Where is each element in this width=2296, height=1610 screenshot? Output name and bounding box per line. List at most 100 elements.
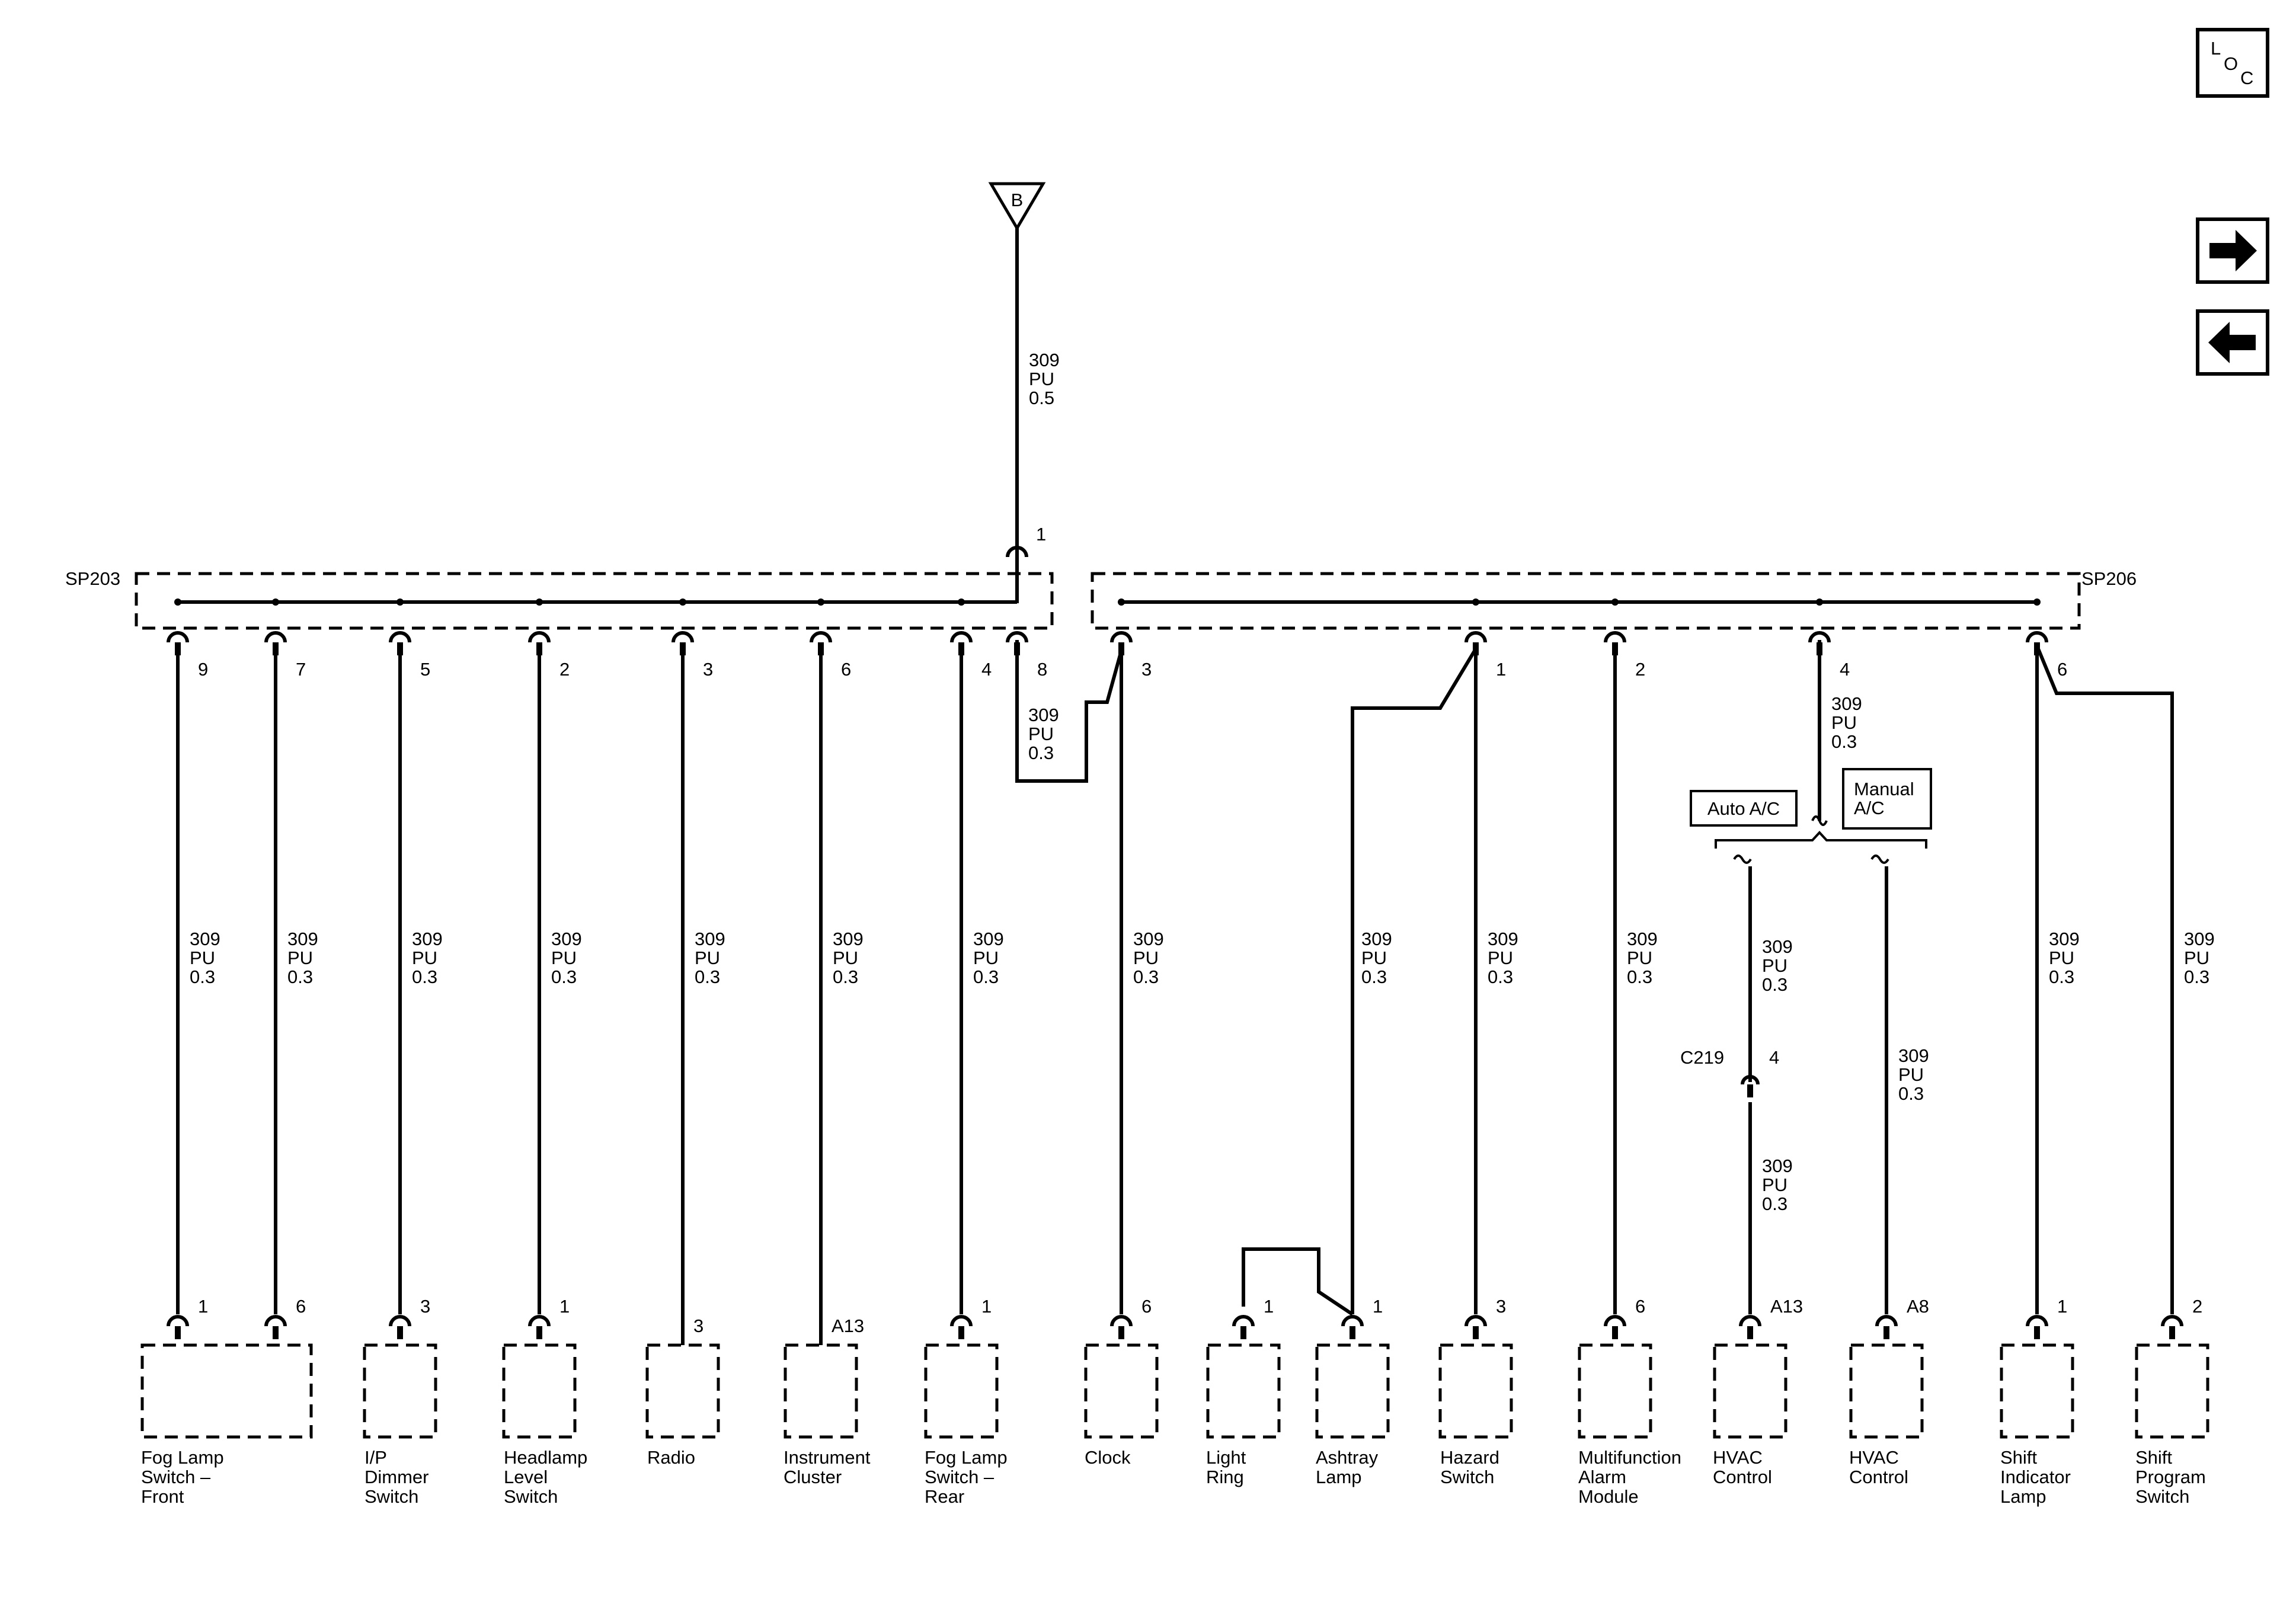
sp203-pin-number: 3 (703, 659, 713, 680)
sp203-pin-number: 7 (296, 659, 306, 680)
component-pin-terminal (2026, 1315, 2048, 1339)
splice-input-terminal (1006, 546, 1028, 558)
wire-spec-text: 0.3 (973, 966, 999, 987)
prev-page-button[interactable] (2196, 309, 2269, 376)
sp203-splice-pack (135, 572, 1054, 630)
component-label: Module (1578, 1486, 1639, 1507)
wire-spec-text: 0.3 (833, 966, 858, 987)
jumper-wire-label: 309 PU 0.3 (1028, 705, 1059, 763)
component-label: Clock (1085, 1447, 1131, 1468)
component-pin-number: 1 (559, 1296, 570, 1317)
component-label: Fog Lamp (141, 1447, 224, 1468)
loc-button[interactable]: L O C (2196, 28, 2269, 98)
sp203-sp206-jumper-wire (1015, 640, 1123, 783)
sp206-bus-node (2033, 598, 2041, 606)
sp206-bus-node (1611, 598, 1619, 606)
sp203-pin-terminal (810, 631, 832, 655)
sp206-pin-terminal (1808, 631, 1831, 655)
component-label: Switch (364, 1486, 418, 1507)
component-label: Control (1849, 1467, 1908, 1487)
clock: Clock (1084, 1343, 1159, 1468)
svg-text:PU: PU (1028, 724, 1054, 744)
sp203-bus-node (396, 598, 404, 606)
wire-spec-text: PU (1361, 948, 1387, 968)
component-pin-number: 6 (1635, 1296, 1645, 1317)
component-pin-terminal (1232, 1315, 1255, 1339)
component-pin-terminal (2161, 1315, 2183, 1339)
wire-spec-text: 309 (2049, 929, 2080, 949)
wire-spec-text: PU (1488, 948, 1513, 968)
manual-ac-option-box: Manual A/C (1842, 768, 1932, 830)
component-label: Alarm (1578, 1467, 1626, 1487)
wire-spec-text: 0.3 (1762, 974, 1787, 995)
svg-text:PU: PU (1029, 369, 1054, 389)
svg-text:Manual: Manual (1854, 779, 1914, 799)
svg-text:309: 309 (1029, 350, 1060, 370)
sp203-pin-terminal (389, 631, 411, 655)
wire-spec-text: 0.3 (1898, 1083, 1924, 1104)
wire-spec-text: PU (695, 948, 720, 968)
svg-text:B: B (1011, 190, 1024, 210)
sp203-pin-terminal (950, 631, 973, 655)
component-pin-number: 3 (693, 1315, 703, 1336)
component-label: HVAC (1713, 1447, 1763, 1468)
component-label: Cluster (784, 1467, 842, 1487)
component-label: Light (1206, 1447, 1246, 1468)
component-label: Shift (2000, 1447, 2037, 1468)
component-pin-terminal (1875, 1315, 1898, 1339)
svg-text:Auto A/C: Auto A/C (1707, 798, 1780, 819)
wire-spec-text: PU (412, 948, 437, 968)
component-label: Front (141, 1486, 184, 1507)
svg-text:309: 309 (1831, 693, 1862, 714)
loc-letter-c: C (2240, 68, 2253, 88)
manual-ac-break-symbol (1870, 854, 1889, 864)
component-label: Switch (1440, 1467, 1494, 1487)
wire-spec-text: PU (1133, 948, 1159, 968)
wire-spec-text: PU (973, 948, 999, 968)
sp203-bus-node (536, 598, 543, 606)
sp203-pin-terminal (264, 631, 287, 655)
shift-program-wire-route (2035, 645, 2174, 1314)
sp206-pin-number: 6 (2057, 659, 2067, 680)
wire-spec-text: 0.3 (1133, 966, 1159, 987)
wire-spec-text: 0.3 (190, 966, 215, 987)
wire-spec-text: PU (1762, 1174, 1787, 1195)
component-label: Switch – (141, 1467, 211, 1487)
sp206-pin-number: 1 (1496, 659, 1506, 680)
wire-spec-text: PU (1762, 955, 1787, 976)
next-page-button[interactable] (2196, 217, 2269, 284)
sp203-pin-terminal (528, 631, 551, 655)
component-pin-number: 1 (981, 1296, 992, 1317)
wire-spec-text: 309 (833, 929, 864, 949)
component-pin-terminal (1739, 1315, 1761, 1339)
terminal-b-symbol: B (988, 182, 1046, 231)
component-label: Radio (647, 1447, 695, 1468)
sp203-pin-number: 2 (559, 659, 570, 680)
wire-spec-text: 309 (551, 929, 582, 949)
component-pin-terminal (1604, 1315, 1626, 1339)
feed-wire-label: 309 PU 0.5 (1029, 350, 1060, 408)
sp206-pin-terminal (1604, 631, 1626, 655)
auto-ac-option-box: Auto A/C (1690, 790, 1798, 827)
wire-spec-text: PU (190, 948, 215, 968)
wire-spec-text: PU (287, 948, 313, 968)
svg-text:0.3: 0.3 (1028, 742, 1054, 763)
component-label: I/P (364, 1447, 387, 1468)
sp206-pin-number: 3 (1141, 659, 1152, 680)
wire-spec-text: PU (2049, 948, 2074, 968)
component-pin-number: A13 (832, 1315, 864, 1336)
wire-spec-text: 0.3 (412, 966, 437, 987)
sp206-bus-node (1816, 598, 1823, 606)
sp203-pin-number: 6 (841, 659, 851, 680)
